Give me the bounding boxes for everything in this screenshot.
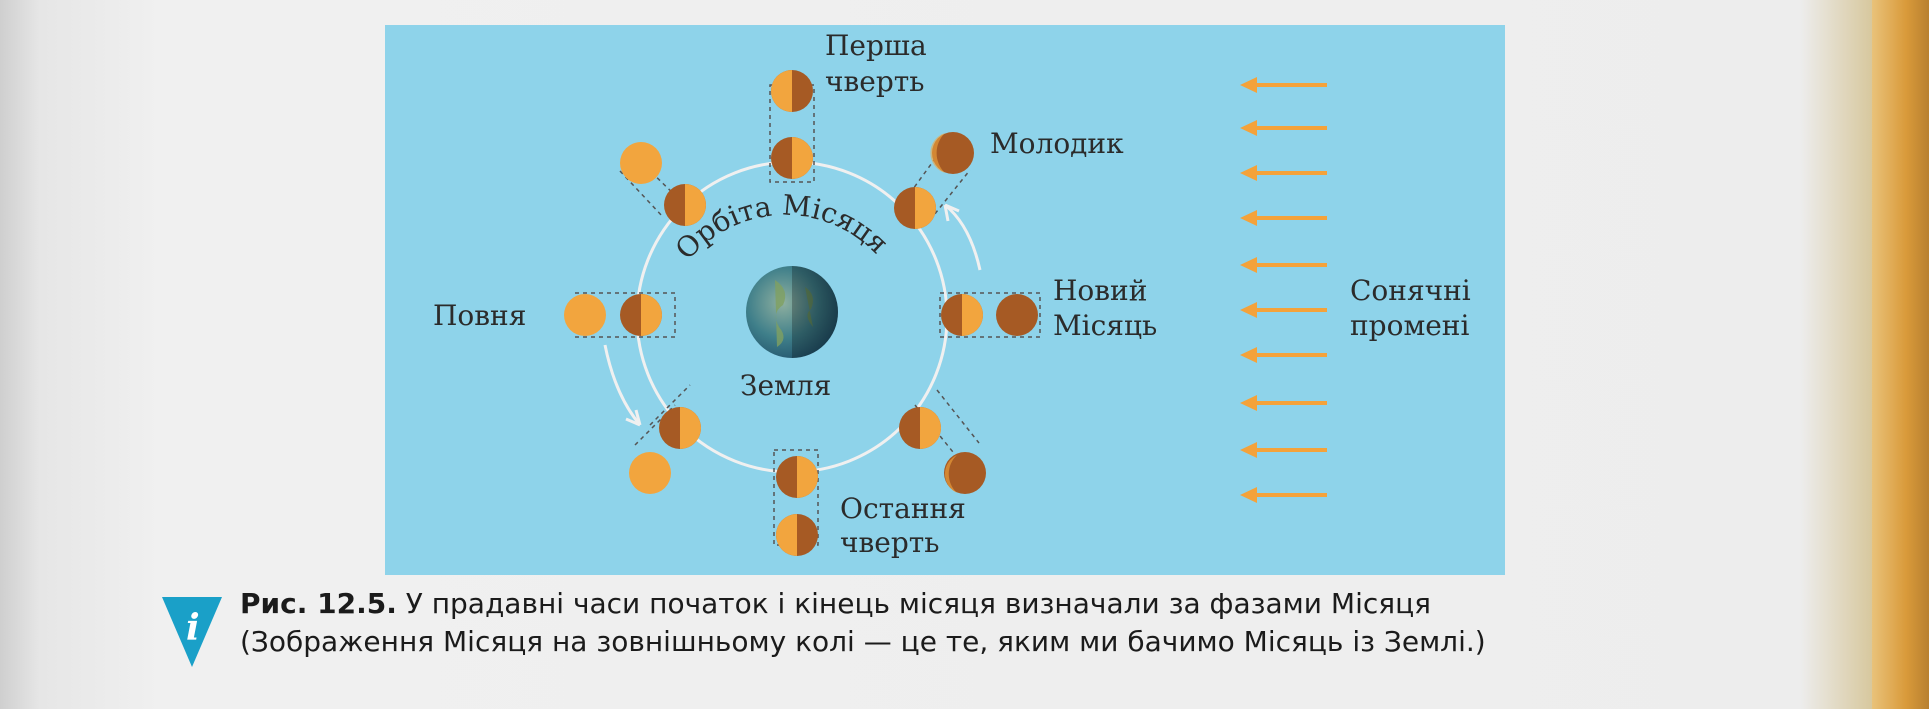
earth-globe-icon	[746, 266, 838, 358]
caption-text-line1: У прадавні часи початок і кінець місяця …	[396, 587, 1431, 620]
label-last-quarter-line1: Остання	[840, 492, 966, 525]
moon-inner-new-moon	[941, 294, 983, 336]
moon-inner-waxing-gibbous	[664, 184, 706, 226]
figure-label: Рис. 12.5.	[240, 587, 397, 620]
diagram-svg: Перша чверть Молодик Новий Місяць Повня …	[433, 29, 1471, 559]
caption-line1: Рис. 12.5. У прадавні часи початок і кін…	[240, 585, 1800, 623]
moon-inner-full-moon	[620, 294, 662, 336]
label-sun-rays-line1: Сонячні	[1350, 274, 1471, 307]
moon-outer-full-moon	[564, 294, 606, 336]
label-first-quarter-line1: Перша	[825, 29, 927, 62]
moon-outer-waxing-crescent	[930, 132, 974, 174]
moon-outer-first-quarter	[771, 70, 813, 112]
moon-inner-waning-gibbous	[659, 407, 701, 449]
label-full-moon: Повня	[433, 299, 526, 332]
moon-outer-new-moon	[996, 294, 1038, 336]
moon-outer-waning-gibbous	[629, 452, 671, 494]
sun-ray-arrows	[1240, 77, 1327, 503]
label-waxing-crescent: Молодик	[990, 127, 1124, 160]
label-sun-rays-line2: промені	[1350, 309, 1469, 342]
orbit-direction-arrow-bottom-left	[603, 344, 642, 426]
moon-outer-last-quarter	[776, 514, 818, 556]
moon-inner-first-quarter	[771, 137, 813, 179]
book-page-edge	[1872, 0, 1929, 709]
svg-text:i: i	[186, 607, 200, 649]
label-new-moon-line2: Місяць	[1053, 309, 1157, 342]
moon-outer-waning-crescent	[944, 452, 986, 494]
label-earth: Земля	[740, 369, 831, 402]
moon-outer-waxing-gibbous	[620, 142, 662, 184]
moon-phases-diagram: Перша чверть Молодик Новий Місяць Повня …	[385, 25, 1505, 575]
label-last-quarter-line2: чверть	[840, 526, 940, 559]
caption-text-line2: (Зображення Місяця на зовнішньому колі —…	[240, 625, 1486, 658]
label-new-moon-line1: Новий	[1053, 274, 1147, 307]
label-first-quarter-line2: чверть	[825, 65, 925, 98]
moon-inner-waning-crescent	[899, 407, 941, 449]
figure-caption: Рис. 12.5. У прадавні часи початок і кін…	[240, 585, 1800, 661]
moon-inner-waxing-crescent	[894, 187, 936, 229]
moon-inner-last-quarter	[776, 456, 818, 498]
orbit-direction-arrow-top-right	[944, 203, 982, 271]
info-i-icon: i	[162, 597, 222, 667]
